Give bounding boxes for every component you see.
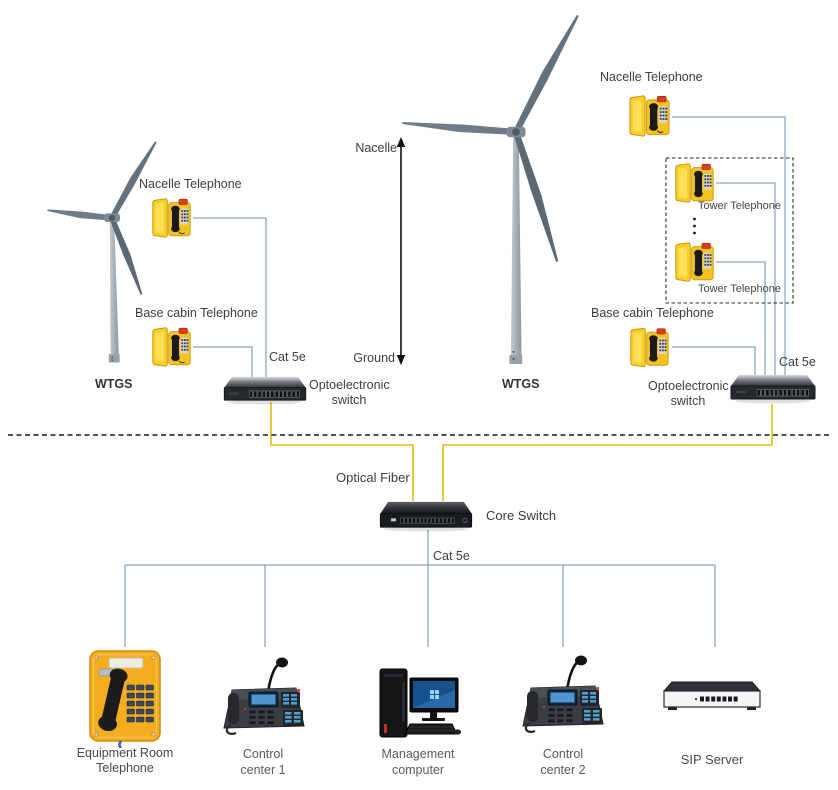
equipment-room-telephone-label: Equipment Room Telephone <box>76 746 174 775</box>
right-wtgs-label: WTGS <box>502 377 540 391</box>
left-cat5e-label: Cat 5e <box>269 350 306 364</box>
management-computer-icon <box>372 664 462 748</box>
tower-telephone-top-icon <box>673 161 716 205</box>
base-cabin-telephone-left-icon <box>150 325 193 369</box>
control-center-2-phone-icon <box>515 650 611 736</box>
management-computer-label: Management computer <box>381 747 455 777</box>
core-cat5e-label: Cat 5e <box>433 549 470 563</box>
tower-telephones-group-box <box>665 157 794 304</box>
base-cabin-telephone-right-icon <box>627 326 672 369</box>
left-wtgs-label: WTGS <box>95 377 133 391</box>
tower-telephone-top-label: Tower Telephone <box>698 200 781 212</box>
left-base-cabin-telephone-label: Base cabin Telephone <box>135 306 258 320</box>
right-nacelle-telephone-label: Nacelle Telephone <box>600 70 703 84</box>
nacelle-telephone-right-icon <box>627 93 672 139</box>
ellipsis-dots <box>693 217 696 235</box>
wind-turbine-left-icon <box>47 141 157 363</box>
right-base-cabin-telephone-label: Base cabin Telephone <box>591 306 714 320</box>
optoelectronic-switch-left-icon <box>222 374 308 405</box>
control-center-1-label: Control center 1 <box>240 747 286 777</box>
height-axis-ground-label: Ground <box>353 351 395 365</box>
equipment-room-telephone-icon <box>83 648 167 748</box>
optoelectronic-switch-right-icon <box>729 371 817 405</box>
tower-telephone-bottom-label: Tower Telephone <box>698 283 781 295</box>
optical-fiber-label: Optical Fiber <box>336 470 410 485</box>
optical-fiber-lines <box>270 402 773 501</box>
height-axis-nacelle-label: Nacelle <box>355 141 397 155</box>
sip-server-icon <box>660 680 764 712</box>
cat5e-lines <box>124 116 786 647</box>
control-center-1-phone-icon <box>216 652 312 738</box>
right-cat5e-label: Cat 5e <box>779 355 816 369</box>
left-nacelle-telephone-label: Nacelle Telephone <box>139 177 242 191</box>
control-center-2-label: Control center 2 <box>540 747 586 777</box>
left-optoelectronic-switch-label: Optoelectronic switch <box>309 378 390 407</box>
nacelle-telephone-left-icon <box>150 196 193 240</box>
core-switch-icon <box>376 499 476 532</box>
tower-telephone-bottom-icon <box>673 240 716 284</box>
right-optoelectronic-switch-label: Optoelectronic switch <box>648 379 729 408</box>
core-switch-label: Core Switch <box>486 508 557 523</box>
sip-server-label: SIP Server <box>680 752 744 767</box>
height-arrow <box>396 137 406 365</box>
wind-turbine-right-icon <box>402 14 579 364</box>
